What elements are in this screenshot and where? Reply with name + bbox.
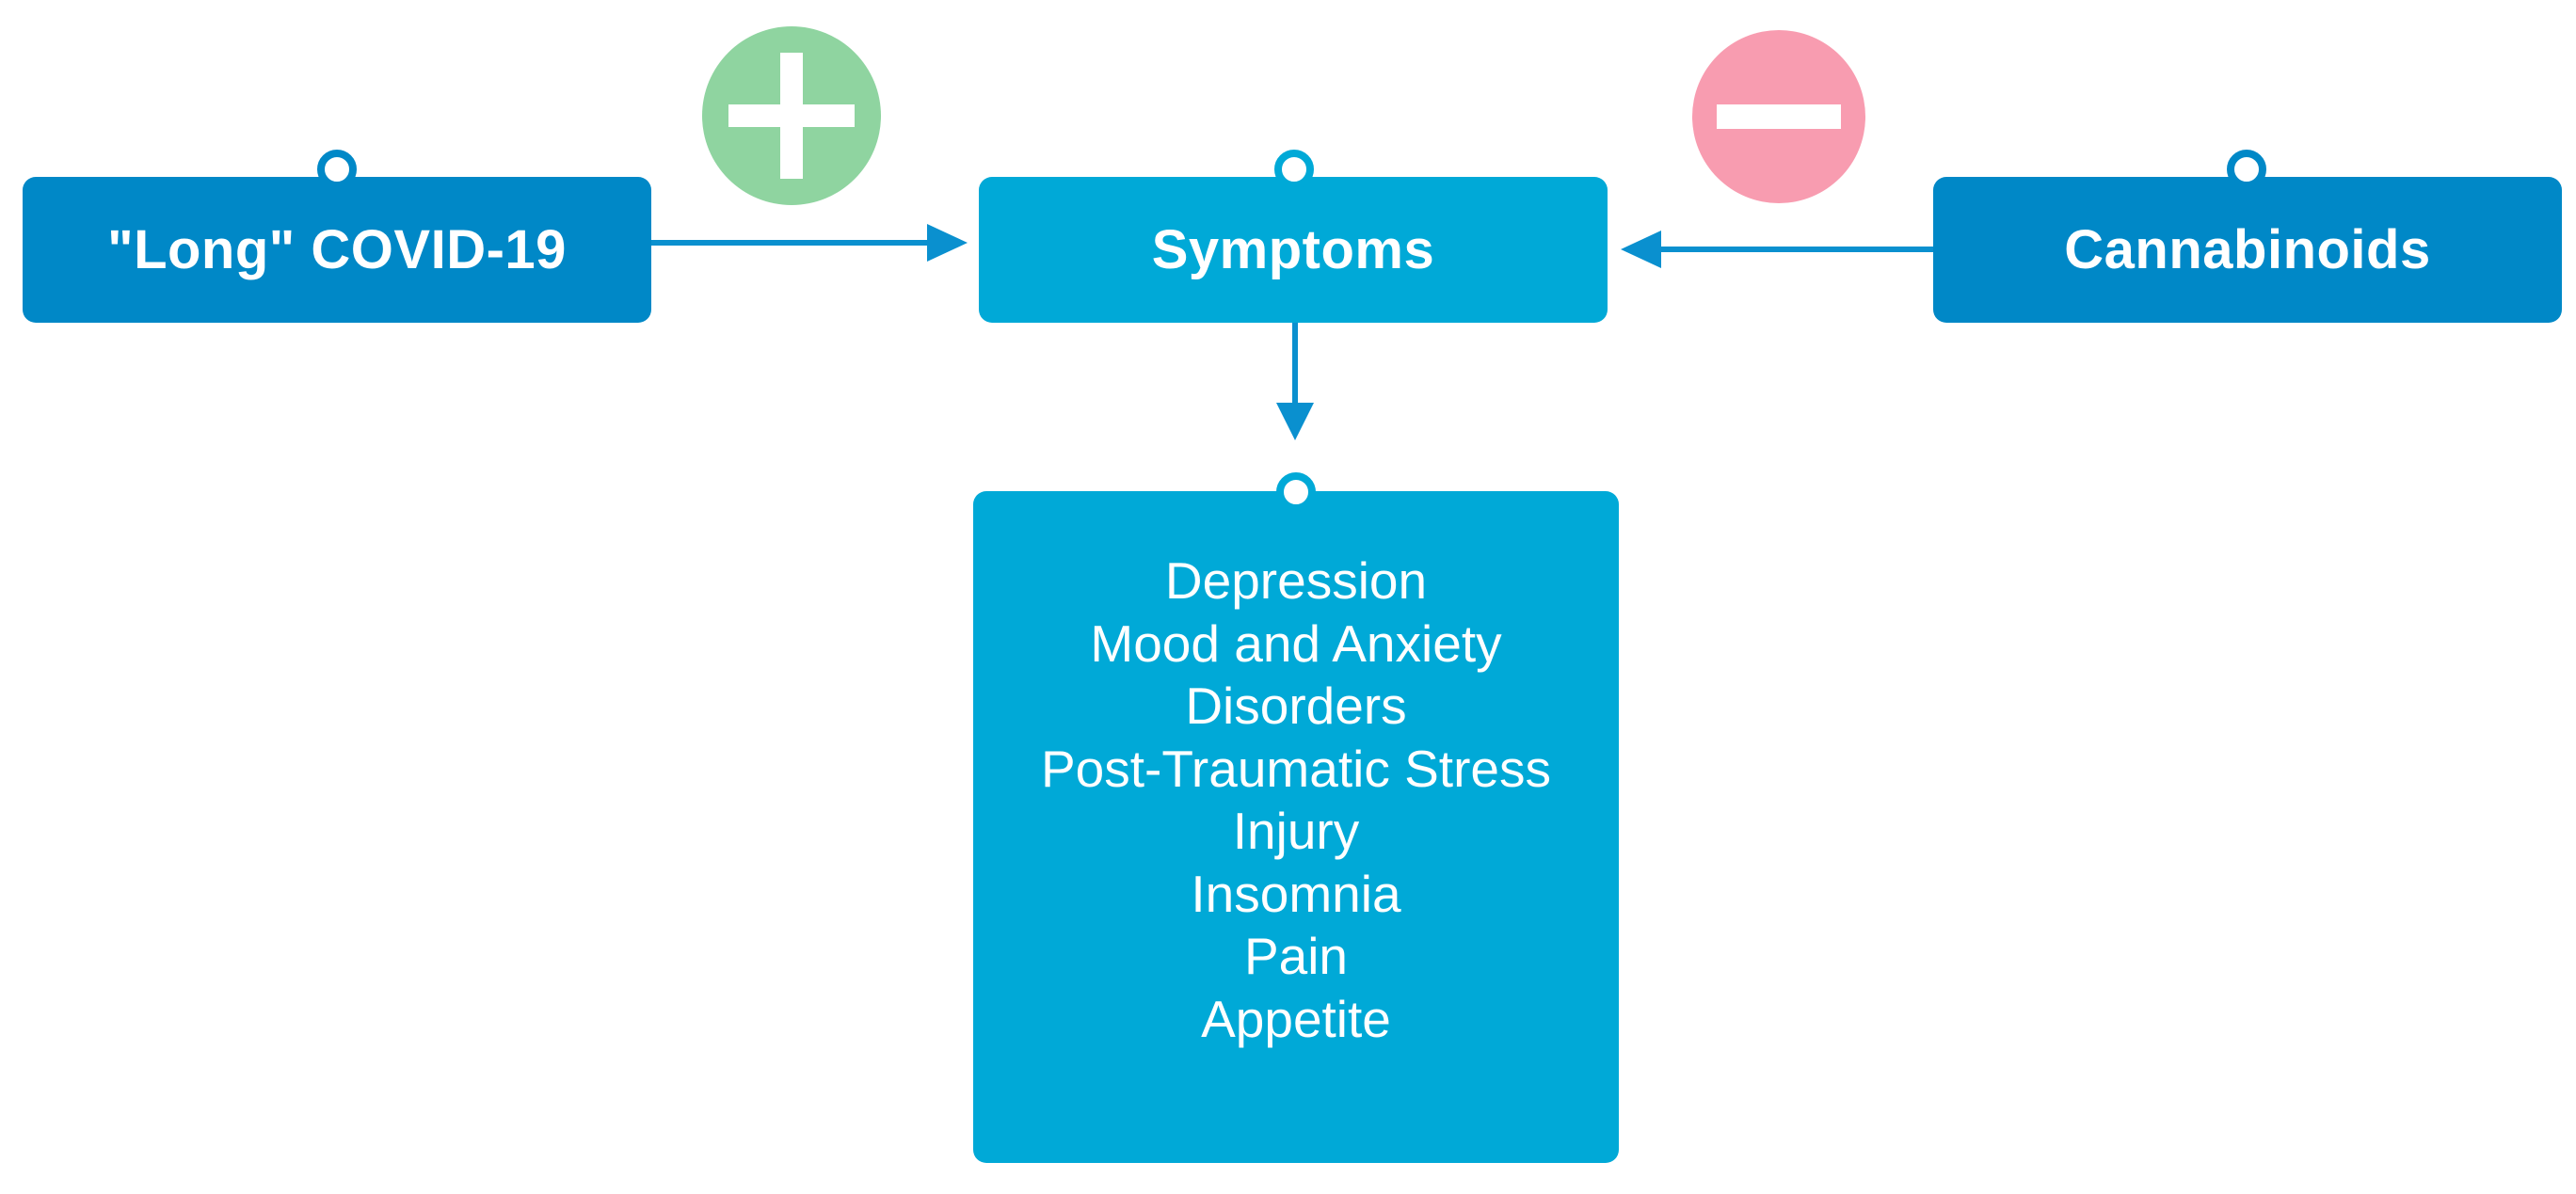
- arrow-covid-to-symptoms: [651, 224, 968, 262]
- symptom-item: Insomnia: [1191, 864, 1401, 923]
- symptom-item: Appetite: [1201, 989, 1391, 1048]
- node-symptom-list: Depression Mood and Anxiety Disorders Po…: [973, 491, 1619, 1163]
- minus-icon-bar: [1717, 104, 1841, 129]
- arrow-symptoms-to-list: [1276, 323, 1314, 440]
- connector-dot-symptom-list: [1276, 472, 1316, 512]
- node-symptoms: Symptoms: [979, 177, 1608, 323]
- node-cannabinoids: Cannabinoids: [1933, 177, 2562, 323]
- node-symptoms-label: Symptoms: [1151, 219, 1435, 280]
- symptom-list: Depression Mood and Anxiety Disorders Po…: [1041, 549, 1551, 1050]
- symptom-item: Disorders: [1185, 677, 1407, 735]
- symptom-item: Injury: [1232, 802, 1360, 860]
- connector-dot-symptoms: [1274, 150, 1314, 189]
- plus-icon-vertical-bar: [780, 53, 803, 179]
- minus-icon: [1692, 30, 1865, 203]
- symptom-item: Pain: [1243, 927, 1349, 985]
- node-long-covid: "Long" COVID-19: [23, 177, 651, 323]
- symptom-item: Mood and Anxiety: [1090, 613, 1502, 673]
- connector-dot-cannabinoids: [2227, 150, 2266, 189]
- node-cannabinoids-label: Cannabinoids: [2064, 219, 2431, 280]
- symptom-item: Depression: [1164, 551, 1428, 610]
- arrow-cannabinoids-to-symptoms: [1621, 231, 1933, 268]
- plus-icon: [702, 26, 881, 205]
- connector-dot-covid: [317, 150, 357, 189]
- symptom-item: Post-Traumatic Stress: [1041, 739, 1551, 798]
- node-long-covid-label: "Long" COVID-19: [107, 219, 567, 280]
